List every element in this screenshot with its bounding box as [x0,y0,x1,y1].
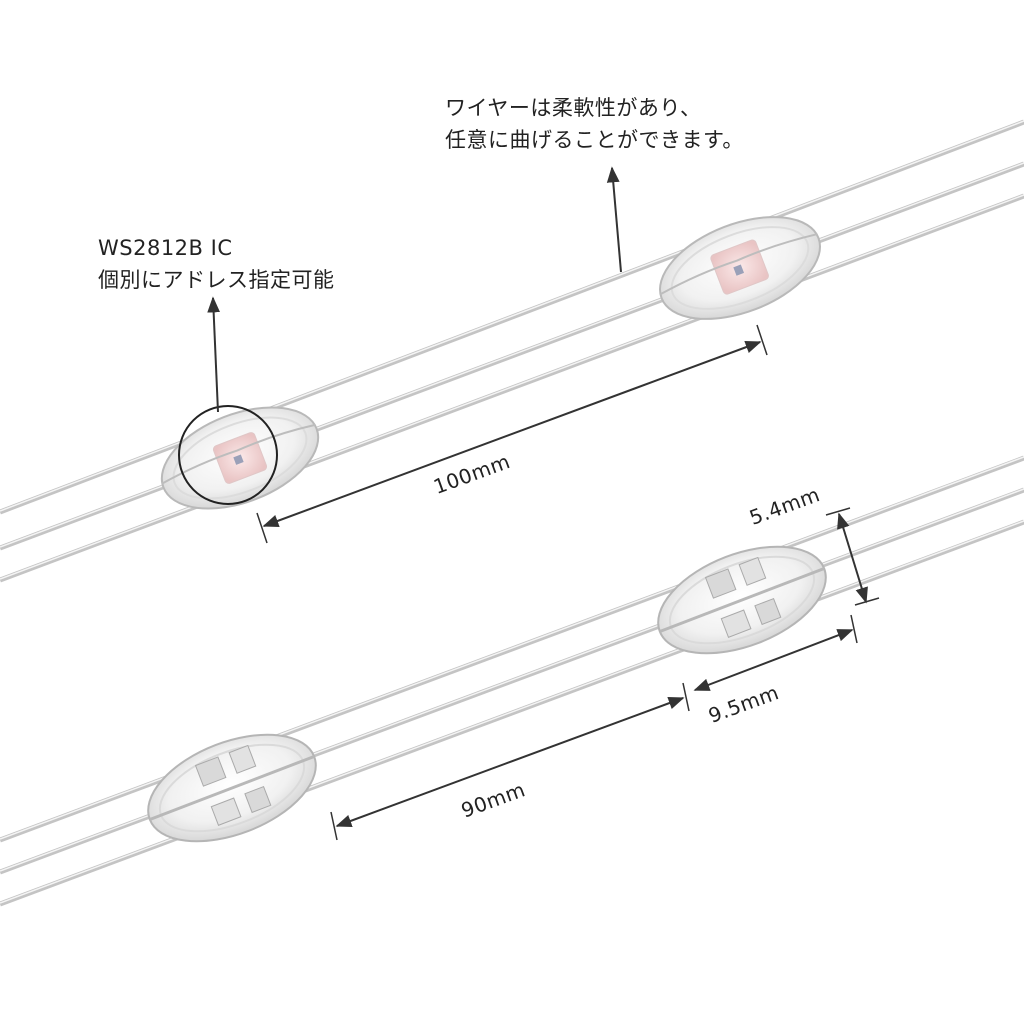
ic-note-arrow [207,296,221,413]
led-bottom-left [147,733,317,843]
dimension-5-4mm [825,507,880,606]
led-chip-bottom-left [194,756,227,787]
top-wire-2 [0,161,1024,551]
wire-note-arrow [606,166,622,273]
ic-note-line2: 個別にアドレス指定可能 [98,268,335,292]
dimension-90mm [330,682,690,841]
wire-note-line2: 任意に曲げることができます。 [445,128,744,152]
led-chip-bottom-right [704,568,737,599]
led-top-right [659,216,821,320]
ic-note-line1: WS2812B IC [98,236,233,260]
top-wire-1 [0,119,1024,515]
bottom-wire-3 [0,519,1024,907]
dimension-9-5mm [693,614,858,691]
led-top-left [160,406,320,510]
top-wire-strip [0,119,1024,583]
dimension-100mm [256,324,768,544]
wire-note-line1: ワイヤーは柔軟性があり、 [445,96,702,120]
